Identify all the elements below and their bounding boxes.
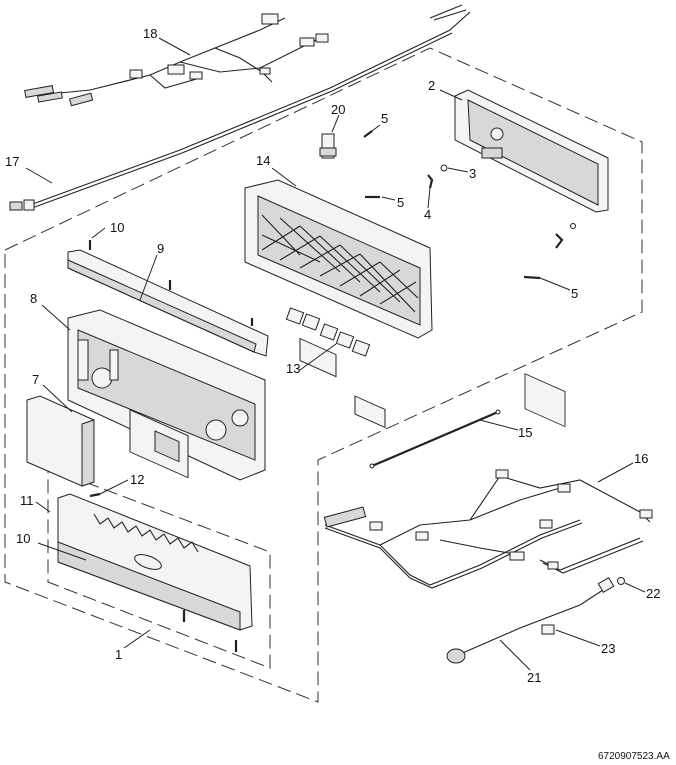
label-11: 11 [20, 493, 34, 508]
label-13: 13 [286, 361, 300, 376]
cable-long [9, 11, 471, 211]
label-14: 14 [256, 153, 270, 168]
leader-lines [25, 37, 646, 671]
label-18: 18 [143, 26, 157, 41]
label-5-right: 5 [571, 286, 578, 301]
small-fittings [541, 577, 625, 635]
part-labels: 18 17 20 5 2 3 4 5 5 14 10 9 8 7 13 15 1… [5, 26, 660, 685]
label-7: 7 [32, 372, 39, 387]
label-1: 1 [115, 647, 122, 662]
label-3: 3 [469, 166, 476, 181]
cover-plate [454, 89, 609, 428]
back-plate-lattice [244, 179, 433, 429]
label-12: 12 [130, 472, 144, 487]
label-21: 21 [527, 670, 541, 685]
label-5-top: 5 [381, 111, 388, 126]
label-9: 9 [157, 241, 164, 256]
label-10-top: 10 [110, 220, 124, 235]
label-22: 22 [646, 586, 660, 601]
thin-cable [369, 409, 501, 469]
wiring-harness-top [24, 4, 467, 107]
label-16: 16 [634, 451, 648, 466]
label-20: 20 [331, 102, 345, 117]
wiring-harness-main [323, 469, 653, 589]
label-2: 2 [428, 78, 435, 93]
label-10-bottom: 10 [16, 531, 30, 546]
label-5-middle: 5 [397, 195, 404, 210]
control-panel-frame [67, 309, 266, 481]
button-set [285, 307, 371, 357]
connector-20 [319, 133, 337, 159]
figure-id: 6720907523.AA [598, 751, 670, 762]
front-fascia [57, 493, 253, 631]
label-4: 4 [424, 207, 431, 222]
label-15: 15 [518, 425, 532, 440]
label-17: 17 [5, 154, 19, 169]
front-flap [26, 395, 95, 487]
assembly-outlines [4, 47, 643, 703]
label-23: 23 [601, 641, 615, 656]
sensor-cable [446, 576, 615, 664]
label-8: 8 [30, 291, 37, 306]
trim-bar [67, 249, 269, 357]
